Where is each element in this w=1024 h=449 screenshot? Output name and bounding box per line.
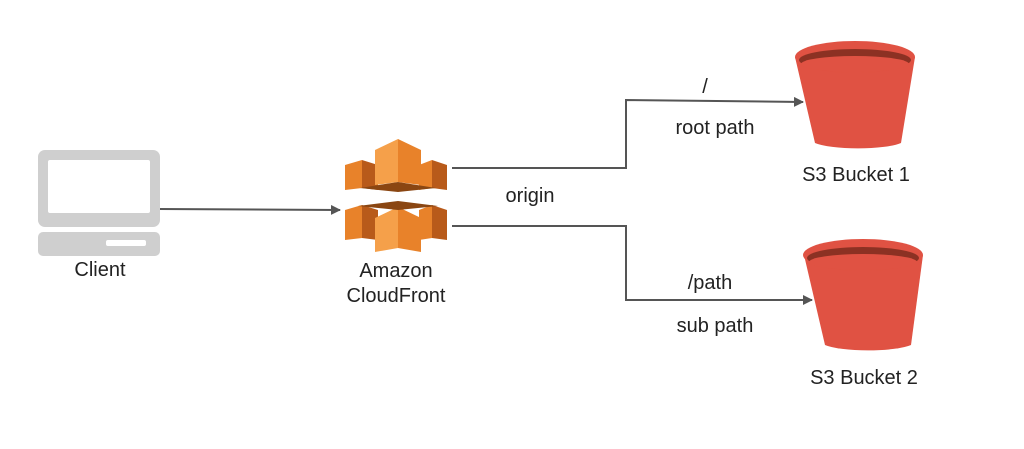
sub-path-description-label: sub path: [676, 315, 754, 337]
root-path-description-label: root path: [675, 117, 755, 139]
bucket1-label: S3 Bucket 1: [802, 164, 910, 186]
cloudfront-to-bucket2-connector: [452, 225, 813, 305]
client-label: Client: [74, 259, 126, 281]
laptop-icon: [38, 150, 160, 256]
s3-bucket-icon: [803, 239, 923, 351]
origin-label: origin: [505, 185, 555, 207]
client-to-cloudfront-connector: [157, 204, 341, 215]
bucket2-label: S3 Bucket 2: [810, 367, 918, 389]
sub-path-route-label: /path: [687, 272, 733, 294]
cloudfront-label-line2: CloudFront: [346, 285, 446, 307]
cloudfront-icon: [345, 139, 447, 252]
s3-bucket-icon: [795, 41, 915, 149]
root-path-route-label: /: [702, 76, 708, 98]
cloudfront-to-bucket1-connector: [452, 96, 804, 169]
cloudfront-label-line1: Amazon: [359, 260, 433, 282]
